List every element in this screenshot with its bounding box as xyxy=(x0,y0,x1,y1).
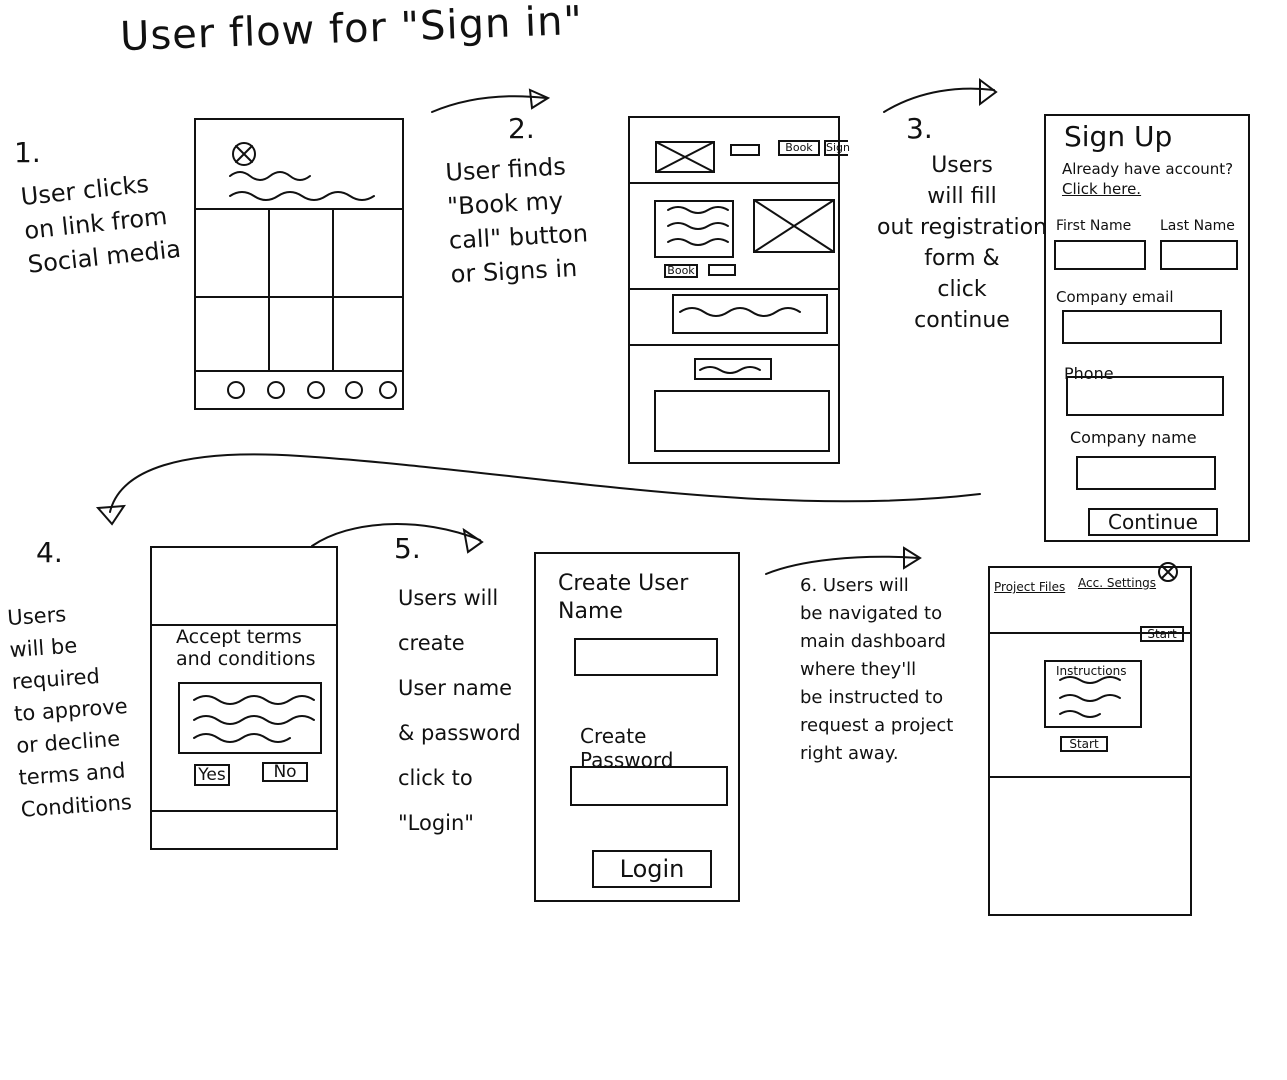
column-divider xyxy=(332,208,334,370)
screen-3-sign-up: Sign Up Already have account? Click here… xyxy=(1044,114,1250,542)
footer-divider xyxy=(196,370,402,372)
text-block xyxy=(654,200,734,258)
content-divider xyxy=(990,776,1190,778)
header-divider xyxy=(630,182,838,184)
step-2-description: User finds "Book my call" button or Sign… xyxy=(444,152,589,289)
username-field[interactable] xyxy=(574,638,718,676)
row-divider xyxy=(196,296,402,298)
instructions-box: Instructions xyxy=(1044,660,1142,728)
terms-text-box xyxy=(178,682,322,754)
section-divider xyxy=(630,288,838,290)
password-field[interactable] xyxy=(570,766,728,806)
phone-field[interactable] xyxy=(1066,376,1224,416)
last-name-field[interactable] xyxy=(1160,240,1238,270)
login-button[interactable]: Login xyxy=(592,850,712,888)
continue-button[interactable]: Continue xyxy=(1088,508,1218,536)
section-divider xyxy=(630,344,838,346)
screen-6-dashboard: Project Files Acc. Settings Start Instru… xyxy=(988,566,1192,916)
screen-2-home: Book Sign Book xyxy=(628,116,850,464)
screen-1-social-landing xyxy=(194,118,404,410)
first-name-field[interactable] xyxy=(1054,240,1146,270)
content-box xyxy=(654,390,830,452)
screen-5-create-account: Create User Name Create Password Login xyxy=(534,552,740,902)
phone-label: Phone xyxy=(1064,364,1114,383)
header-divider xyxy=(990,632,1190,634)
yes-button[interactable]: Yes xyxy=(194,764,230,786)
step-4-number: 4. xyxy=(36,536,63,569)
small-text-box xyxy=(694,358,772,380)
header-divider xyxy=(196,208,402,210)
step-5-description: Users will create User name & password c… xyxy=(398,586,521,835)
step-3-number: 3. xyxy=(906,112,933,145)
footer-divider xyxy=(152,810,336,812)
screen-4-terms: Accept terms and conditions Yes No xyxy=(150,546,338,850)
step-1-number: 1. xyxy=(14,136,41,169)
book-call-button-top[interactable]: Book xyxy=(778,140,820,156)
last-name-label: Last Name xyxy=(1160,218,1235,234)
arrow-2-to-3 xyxy=(883,87,995,113)
start-button-top[interactable]: Start xyxy=(1140,626,1184,642)
sign-up-title: Sign Up xyxy=(1064,120,1173,153)
arrow-2-to-3-head xyxy=(979,78,998,106)
company-email-label: Company email xyxy=(1056,288,1174,306)
start-button-bottom[interactable]: Start xyxy=(1060,736,1108,752)
arrow-1-to-2-head xyxy=(528,88,551,110)
nav-box xyxy=(730,144,760,156)
create-user-name-label: Create User Name xyxy=(558,571,689,624)
step-6-number: 6. xyxy=(800,575,818,596)
tab-project-files[interactable]: Project Files xyxy=(994,580,1066,594)
no-button[interactable]: No xyxy=(262,762,308,782)
step-6-description: 6. Users will be navigated to main dashb… xyxy=(800,572,1000,768)
header-divider xyxy=(152,624,336,626)
arrow-1-to-2 xyxy=(431,95,547,113)
company-name-field[interactable] xyxy=(1076,456,1216,490)
company-email-field[interactable] xyxy=(1062,310,1222,344)
create-password-label: Create Password xyxy=(580,724,674,772)
sign-in-button-top[interactable]: Sign xyxy=(824,140,850,156)
book-call-button-small[interactable]: Book xyxy=(664,264,698,278)
step-6-text: Users will be navigated to main dashboar… xyxy=(800,575,954,764)
step-1-description: User clicks on link from Social media xyxy=(19,169,183,279)
column-divider xyxy=(268,208,270,370)
company-name-label: Company name xyxy=(1070,428,1197,447)
arrow-5-to-6-head xyxy=(903,546,922,570)
arrow-3-to-4-head xyxy=(95,504,126,526)
step-5-number: 5. xyxy=(394,532,421,565)
instructions-label: Instructions xyxy=(1056,664,1127,678)
tab-acc-settings[interactable]: Acc. Settings xyxy=(1078,576,1157,590)
step-3-description: Users will fill out registration form & … xyxy=(877,153,1047,333)
secondary-button xyxy=(708,264,736,276)
accept-terms-heading: Accept terms and conditions xyxy=(176,626,316,670)
page-title: User flow for "Sign in" xyxy=(119,0,584,61)
first-name-label: First Name xyxy=(1056,218,1132,234)
banner-box xyxy=(672,294,828,334)
arrow-3-to-4 xyxy=(109,453,981,513)
already-have-account-text: Already have account? xyxy=(1062,160,1234,178)
arrow-4-to-5-head xyxy=(462,527,484,554)
click-here-link[interactable]: Click here. xyxy=(1062,180,1142,198)
step-4-description: Users will be required to approve or dec… xyxy=(6,602,133,822)
step-2-number: 2. xyxy=(508,112,535,145)
